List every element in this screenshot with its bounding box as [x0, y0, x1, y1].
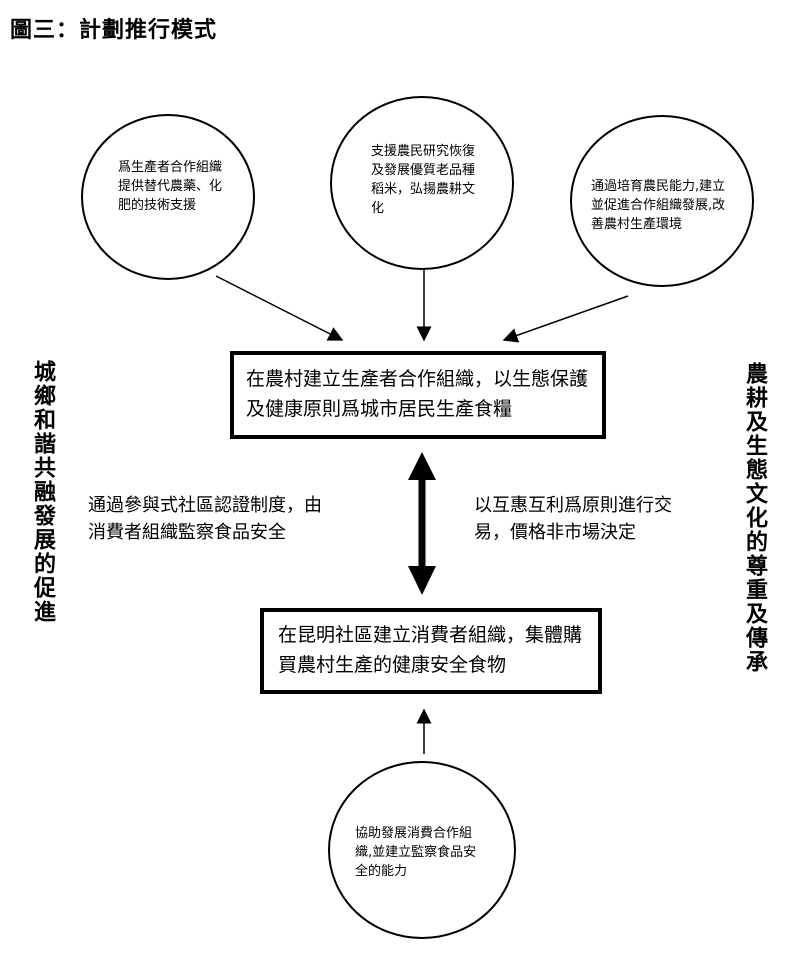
ellipse-top-right: [570, 115, 754, 287]
producer-box-text: 在農村建立生產者合作組織，以生態保護及健康原則爲城市居民生產食糧: [246, 368, 589, 420]
ellipse-top-left-text: 爲生產者合作組織提供替代農藥、化肥的技術支援: [118, 160, 223, 213]
producer-box: [230, 351, 606, 439]
side-label-right: 農耕及生態文化的尊重及傳承: [742, 362, 767, 674]
side-label-left: 城鄉和諧共融發展的促進: [30, 360, 55, 624]
figure-title: 圖三：計劃推行模式: [10, 18, 218, 43]
ellipse-top-left: [81, 114, 255, 280]
consumer-box: [260, 608, 602, 694]
ellipse-bottom-text: 協助發展消費合作組織,並建立監察食品安全的能力: [355, 826, 477, 879]
ellipse-bottom: [328, 761, 516, 939]
ellipse-top-center-text: 支援農民研究恢復及發展優質老品種稻米，弘揚農耕文化: [371, 144, 476, 216]
arrow-top-left: [215, 275, 344, 341]
double-arrow: [408, 452, 436, 595]
ellipse-top-right-text: 通過培育農民能力,建立並促進合作組織發展,改善農村生產環境: [591, 179, 726, 232]
middle-right-text: 以互惠互利爲原則進行交易，價格非市場決定: [474, 495, 672, 543]
ellipse-top-center: [330, 96, 514, 270]
arrow-top-right: [502, 295, 629, 343]
consumer-box-text: 在昆明社區建立消費者組織，集體購買農村生產的健康安全食物: [278, 624, 583, 676]
middle-left-text: 通過參與式社區認證制度，由消費者組織監察食品安全: [88, 495, 322, 543]
